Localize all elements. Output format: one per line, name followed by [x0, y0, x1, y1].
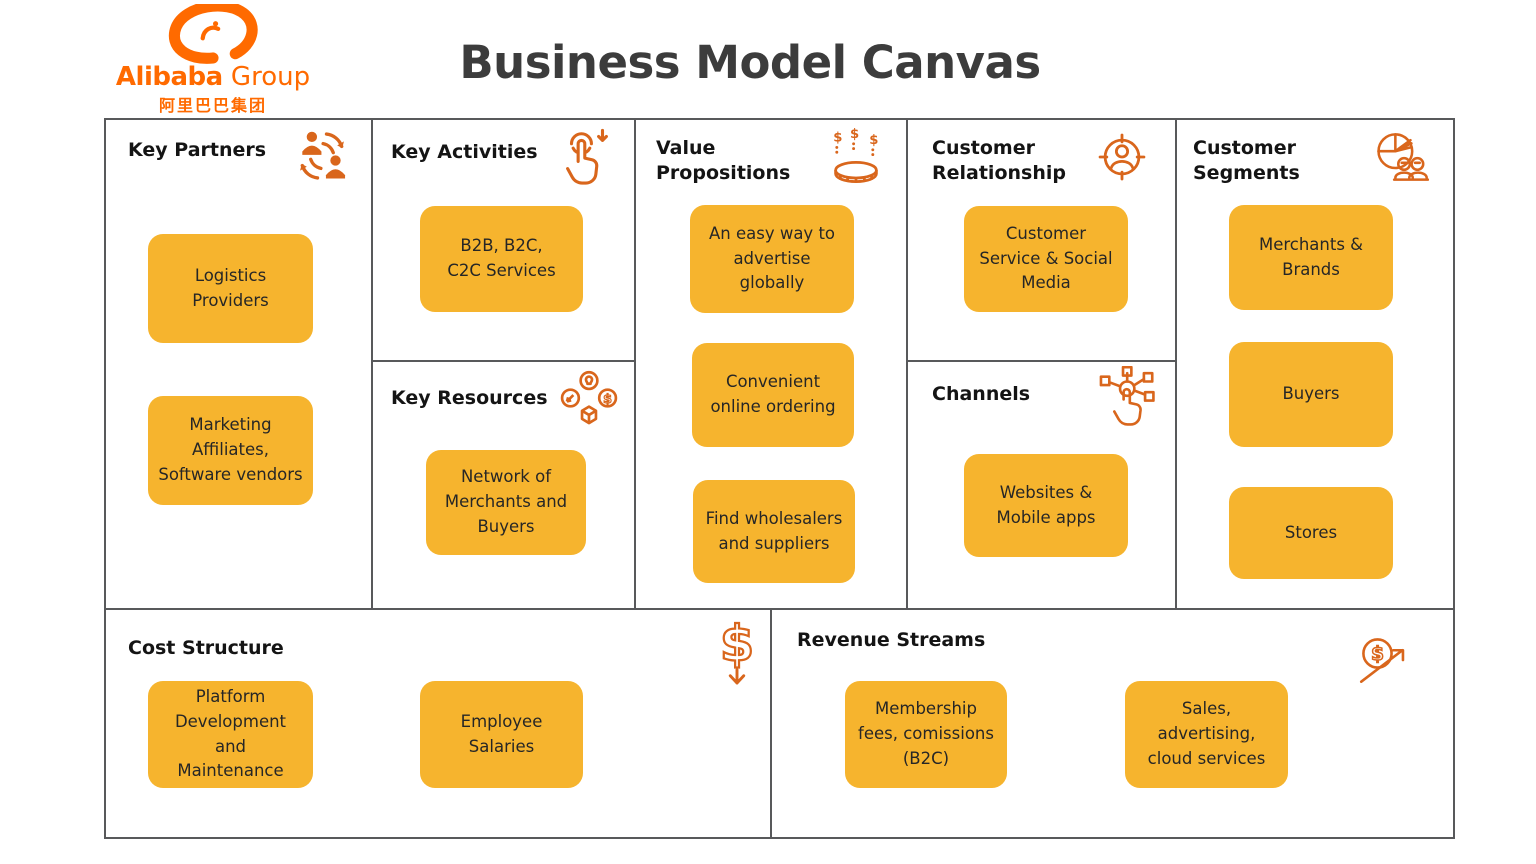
dollar-down-icon: $	[720, 618, 754, 692]
note-employee-salaries: Employee Salaries	[420, 681, 583, 788]
section-title: Customer Relationship	[932, 137, 1066, 185]
svg-text:$: $	[720, 618, 754, 673]
note-merchants-brands: Merchants & Brands	[1229, 205, 1393, 310]
section-title: Key Resources	[391, 387, 548, 409]
section-title: Revenue Streams	[797, 629, 986, 651]
alibaba-logo: Alibaba Group 阿里巴巴集团	[108, 4, 318, 116]
section-title: Cost Structure	[128, 637, 284, 659]
section-key-activities: Key Activities B2B, B2C, C2C Services	[373, 120, 634, 362]
note-sales-advertising: Sales, advertising, cloud services	[1125, 681, 1288, 788]
note-websites-apps: Websites & Mobile apps	[964, 454, 1128, 557]
logo-chinese-text: 阿里巴巴集团	[158, 96, 267, 116]
section-title: Channels	[932, 383, 1031, 405]
column-relationship-channels: Customer Relationship Customer Service &…	[908, 120, 1177, 608]
customer-target-icon	[1095, 130, 1149, 184]
note-advertise-globally: An easy way to advertise globally	[690, 205, 854, 313]
coins-icon: $ $ $	[826, 128, 886, 186]
section-title: Value Propositions	[656, 137, 791, 185]
note-network-merchants: Network of Merchants and Buyers	[426, 450, 586, 555]
svg-text:$: $	[1371, 644, 1384, 665]
section-channels: Channels Websites & M	[908, 362, 1175, 608]
section-title: Key Activities	[391, 141, 538, 163]
tap-click-icon	[560, 126, 614, 188]
svg-text:$: $	[850, 128, 859, 142]
column-activities-resources: Key Activities B2B, B2C, C2C Services	[373, 120, 636, 608]
section-customer-segments: Customer Segments Merchants & Brands	[1177, 120, 1453, 608]
note-membership-fees: Membership fees, comissions (B2C)	[845, 681, 1007, 788]
alibaba-smile-icon	[168, 4, 258, 64]
svg-text:$: $	[603, 392, 612, 407]
note-online-ordering: Convenient online ordering	[692, 343, 854, 447]
section-key-partners: Key Partners	[106, 120, 373, 608]
note-find-wholesalers: Find wholesalers and suppliers	[693, 480, 855, 583]
note-platform-development: Platform Development and Maintenance	[148, 681, 313, 788]
canvas-top-area: Key Partners	[106, 120, 1453, 610]
section-customer-relationship: Customer Relationship Customer Service &…	[908, 120, 1175, 362]
section-cost-structure: Cost Structure $ Platform Development an…	[106, 610, 772, 837]
svg-text:$: $	[833, 130, 842, 145]
note-stores: Stores	[1229, 487, 1393, 579]
section-title: Key Partners	[128, 139, 267, 161]
partnership-icon	[295, 126, 349, 186]
section-title: Customer Segments	[1193, 137, 1300, 185]
segments-pie-people-icon	[1371, 130, 1429, 184]
logo-wordmark: Alibaba Group	[108, 62, 318, 92]
note-logistics-providers: Logistics Providers	[148, 234, 313, 343]
section-revenue-streams: Revenue Streams $ Membership fees, comis…	[772, 610, 1453, 837]
note-customer-service: Customer Service & Social Media	[964, 206, 1128, 312]
note-marketing-affiliates: Marketing Affiliates, Software vendors	[148, 396, 313, 505]
section-key-resources: Key Resources $	[373, 362, 634, 608]
network-tap-icon	[1095, 366, 1157, 428]
svg-text:$: $	[869, 133, 878, 148]
logo-brand-light: Group	[222, 62, 311, 92]
canvas-bottom-area: Cost Structure $ Platform Development an…	[106, 610, 1453, 837]
resources-network-icon: $	[560, 370, 618, 426]
logo-brand-bold: Alibaba	[115, 62, 223, 92]
business-model-canvas-grid: Key Partners	[104, 118, 1455, 839]
page-title: Business Model Canvas	[459, 36, 1041, 89]
note-b2b-b2c-services: B2B, B2C, C2C Services	[420, 206, 583, 312]
section-value-propositions: Value Propositions $$$ An ea	[636, 120, 908, 608]
dollar-growth-icon: $	[1353, 634, 1415, 686]
note-buyers: Buyers	[1229, 342, 1393, 447]
